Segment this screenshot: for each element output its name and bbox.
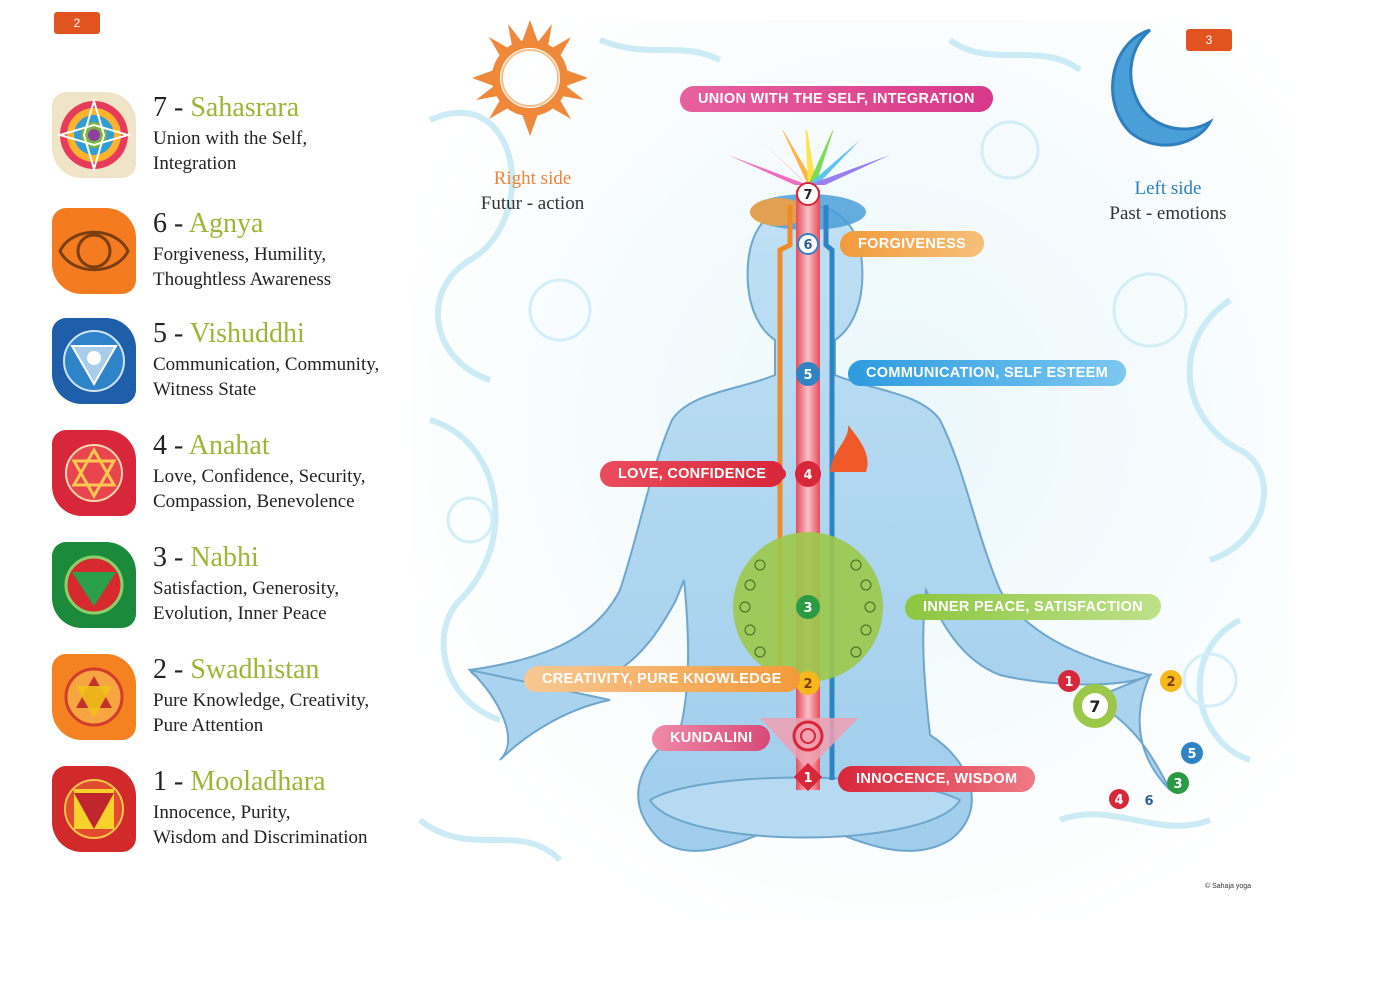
chakra-title: 6 - Agnya xyxy=(153,208,264,239)
copyright-text: © Sahaja yoga xyxy=(1205,883,1252,890)
banner-kundalini: KUNDALINI xyxy=(651,725,772,751)
marker-7: 7 xyxy=(803,188,812,203)
chakra-description: Innocence, Purity,Wisdom and Discriminat… xyxy=(153,802,368,848)
chakra-description: Pure Knowledge, Creativity,Pure Attentio… xyxy=(153,690,370,736)
marker-2: 2 xyxy=(803,677,812,692)
hand-marker-3: 3 xyxy=(1173,777,1182,792)
chakra-description: Union with the Self,Integration xyxy=(153,128,308,174)
body-chakra-markers: 7 6 5 4 3 2 1 xyxy=(793,182,823,792)
crown-petals xyxy=(728,130,890,185)
hand-marker-7: 7 xyxy=(1089,697,1100,716)
sahasrara-icon xyxy=(52,92,136,178)
marker-3: 3 xyxy=(803,601,812,616)
page-number-left: 2 xyxy=(54,12,100,34)
left-side-label: Left side Past - emotions xyxy=(1090,178,1246,225)
chakra-description: Communication, Community,Witness State xyxy=(153,354,380,400)
marker-6: 6 xyxy=(803,238,812,253)
chakra-row-agnya: 6 - Agnya Forgiveness, Humility,Thoughtl… xyxy=(48,208,408,300)
banner-communication: COMMUNICATION, SELF ESTEEM xyxy=(847,360,1127,386)
banner-love: LOVE, CONFIDENCE xyxy=(599,461,786,487)
chakra-row-nabhi: 3 - Nabhi Satisfaction, Generosity,Evolu… xyxy=(48,542,408,634)
swadhistan-icon xyxy=(52,654,136,740)
anahat-icon xyxy=(52,430,136,516)
chakra-description: Satisfaction, Generosity,Evolution, Inne… xyxy=(153,578,340,624)
marker-5: 5 xyxy=(803,368,812,383)
chakra-title: 5 - Vishuddhi xyxy=(153,318,305,349)
chakra-row-vishuddhi: 5 - Vishuddhi Communication, Community,W… xyxy=(48,318,408,410)
chakra-title: 3 - Nabhi xyxy=(153,542,259,573)
hand-chakra-markers: 1 2 7 5 3 4 6 xyxy=(1058,670,1203,809)
left-side-subtitle: Past - emotions xyxy=(1109,203,1227,224)
hand-marker-4: 4 xyxy=(1114,793,1123,808)
chakra-title: 7 - Sahasrara xyxy=(153,92,300,123)
chakra-title: 1 - Mooladhara xyxy=(153,766,326,797)
left-side-title: Left side xyxy=(1134,178,1202,199)
chakra-row-swadhistan: 2 - Swadhistan Pure Knowledge, Creativit… xyxy=(48,654,408,746)
marker-4: 4 xyxy=(803,468,812,483)
hand-marker-2: 2 xyxy=(1166,675,1175,690)
marker-1: 1 xyxy=(803,771,812,786)
chakra-row-mooladhara: 1 - Mooladhara Innocence, Purity,Wisdom … xyxy=(48,766,408,858)
banner-forgiveness: FORGIVENESS xyxy=(839,231,985,257)
right-side-subtitle: Futur - action xyxy=(480,193,585,214)
agnya-icon xyxy=(52,208,136,294)
chakra-title: 4 - Anahat xyxy=(153,430,270,461)
chakra-description: Love, Confidence, Security,Compassion, B… xyxy=(153,466,366,512)
page-number-right: 3 xyxy=(1186,29,1232,51)
hand-marker-1: 1 xyxy=(1064,675,1073,690)
hand-marker-5: 5 xyxy=(1187,747,1196,762)
mooladhara-icon xyxy=(52,766,136,852)
banner-inner-peace: INNER PEACE, SATISFACTION xyxy=(904,594,1162,620)
banner-union: UNION WITH THE SELF, INTEGRATION xyxy=(679,86,994,112)
chakra-row-sahasrara: 7 - Sahasrara Union with the Self,Integr… xyxy=(48,92,408,184)
nabhi-icon xyxy=(52,542,136,628)
right-side-title: Right side xyxy=(493,168,572,189)
sun-icon xyxy=(472,20,588,136)
chakra-row-anahat: 4 - Anahat Love, Confidence, Security,Co… xyxy=(48,430,408,522)
chakra-title: 2 - Swadhistan xyxy=(153,654,320,685)
hand-marker-6: 6 xyxy=(1144,794,1153,809)
chakra-description: Forgiveness, Humility,Thoughtless Awaren… xyxy=(153,244,332,290)
banner-creativity: CREATIVITY, PURE KNOWLEDGE xyxy=(523,666,801,692)
moon-icon xyxy=(1111,28,1214,147)
vishuddhi-icon xyxy=(52,318,136,404)
right-side-label: Right side Futur - action xyxy=(460,168,605,215)
banner-innocence: INNOCENCE, WISDOM xyxy=(837,766,1037,792)
